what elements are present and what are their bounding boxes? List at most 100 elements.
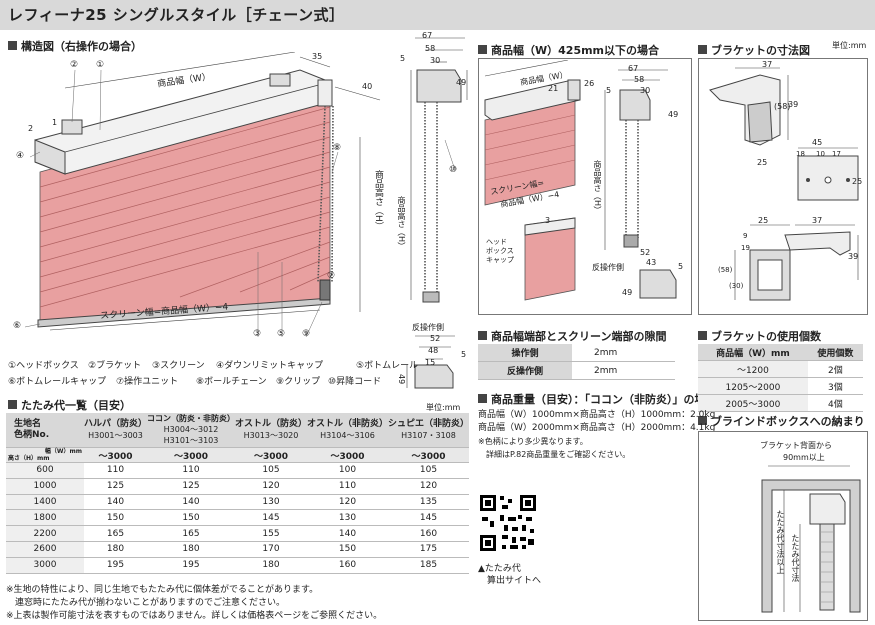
side-dim-49: 49 (456, 78, 467, 87)
callout-10: ⑩ (449, 165, 458, 175)
dim-1: 1 (52, 118, 58, 127)
square-bullet-icon (8, 400, 17, 409)
sw-dim-43: 43 (646, 258, 657, 267)
sw-dim-67: 67 (628, 64, 639, 73)
br-dim-39: 39 (788, 100, 799, 109)
br-dim-30: (30) (729, 282, 744, 290)
side-dim-5: 5 (400, 54, 406, 63)
br-dim-58b: (58) (718, 266, 733, 274)
title-bar (0, 0, 875, 30)
br-dim-18: 18 (796, 150, 805, 158)
br-dim-39b: 39 (848, 252, 859, 261)
operating-unit (317, 79, 333, 107)
op-dim-15: 15 (425, 358, 436, 367)
callout-6: ⑥ (13, 321, 22, 331)
footnotes: ※生地の特性により、同じ生地でもたたみ代に個体差がでることがあります。 連窓時に… (6, 585, 383, 621)
square-bullet-icon (478, 331, 487, 340)
dim-35: 35 (312, 52, 323, 61)
blind-box-diagram (761, 465, 861, 613)
unit-note-table: 単位:mm (426, 403, 461, 412)
br-dim-25b: 25 (852, 177, 863, 186)
br-dim-25: 25 (757, 158, 768, 167)
br-dim-58: (58) (774, 102, 791, 111)
square-bullet-icon (478, 45, 487, 54)
sw-dim-49b: 49 (622, 288, 633, 297)
br-dim-9: 9 (743, 232, 748, 240)
section-gap: 商品幅端部とスクリーン端部の隙間 (478, 328, 666, 344)
br-dim-45: 45 (812, 138, 823, 147)
side-dim-67: 67 (422, 31, 433, 40)
callout-2: ② (70, 60, 79, 70)
chain-weight (319, 279, 331, 301)
bracket-diagram (709, 67, 859, 301)
section-structure: 構造図（右操作の場合） (8, 38, 142, 54)
bracket-panel (698, 58, 868, 315)
br-dim-25c: 25 (758, 216, 769, 225)
pleat-lines (39, 106, 331, 308)
op-dim-52: 52 (430, 334, 441, 343)
page-title: レフィーナ25 シングルスタイル［チェーン式］ (8, 6, 345, 24)
callout-4: ④ (16, 151, 25, 161)
callout-5: ⑤ (277, 329, 286, 339)
section-weight: 商品重量（目安）：「ココン（非防炎）」の場合 (478, 391, 717, 407)
qr-code-icon[interactable] (478, 493, 538, 553)
sw-op-side: 反操作側 (592, 263, 624, 272)
op-side-diagram (406, 335, 455, 389)
section-bracket-dims: ブラケットの寸法図 (698, 42, 810, 58)
blind-box-panel (698, 431, 868, 621)
sw-head-cap: ヘッド ボックス キャップ (486, 238, 514, 264)
bottom-rail (37, 297, 331, 328)
square-bullet-icon (698, 416, 707, 425)
bb-v1: たたみ代寸法以上 (776, 510, 785, 574)
sw-dim-5: 5 (606, 86, 612, 95)
bracket-left (61, 119, 83, 135)
side-label-height: 商品高さ（H） (397, 196, 406, 251)
sw-dim-49: 49 (668, 110, 679, 119)
section-folding: たたみ代一覧（目安） (8, 397, 131, 413)
ball-chain (317, 105, 334, 283)
bb-top-1: ブラケット背面から (760, 441, 832, 450)
sw-dim-26: 26 (584, 79, 595, 88)
square-bullet-icon (698, 45, 707, 54)
qr-caption-1: ▲たたみ代 (478, 564, 521, 574)
op-dim-5: 5 (461, 350, 467, 359)
square-bullet-icon (478, 394, 487, 403)
callout-1: ① (96, 60, 105, 70)
sw-dim-21: 21 (548, 84, 559, 93)
weight-info: 商品幅（W）1000mm×商品高さ（H）1000mm：2.0kg 商品幅（W）2… (478, 410, 716, 459)
op-dim-49: 49 (397, 374, 406, 385)
br-dim-10: 10 (816, 150, 825, 158)
callout-7: ⑦ (327, 271, 336, 281)
side-view-diagram (410, 37, 468, 303)
sw-dim-52: 52 (640, 248, 651, 257)
small-width-diagram (484, 60, 677, 301)
small-width-panel (478, 58, 692, 315)
square-bullet-icon (8, 41, 17, 50)
square-bullet-icon (698, 331, 707, 340)
qr-caption-2: 算出サイトへ (487, 576, 542, 586)
side-dim-58: 58 (425, 44, 436, 53)
sw-dim-5b: 5 (678, 262, 684, 271)
callout-8: ⑧ (333, 143, 342, 153)
br-dim-37b: 37 (812, 216, 823, 225)
bb-v2: たたみ代寸法 (791, 534, 800, 582)
callout-9: ⑨ (302, 329, 311, 339)
br-dim-17: 17 (832, 150, 841, 158)
sw-dim-30: 30 (640, 86, 651, 95)
callout-3: ③ (253, 329, 262, 339)
section-blind-box: ブラインドボックスへの納まり (698, 413, 865, 429)
